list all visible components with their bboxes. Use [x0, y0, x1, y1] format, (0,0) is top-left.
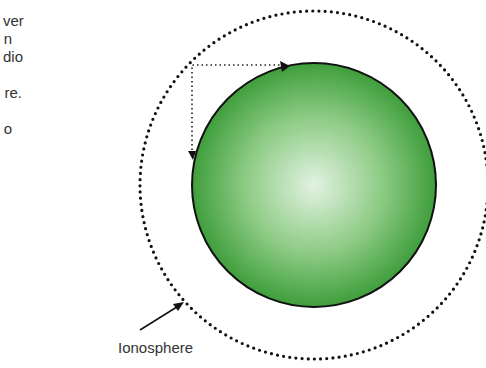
arrowhead: [280, 61, 290, 72]
ionosphere-ring: [140, 11, 486, 359]
text-fragment: re.: [4, 84, 22, 102]
text-fragment: o: [4, 120, 12, 138]
arrowhead: [173, 302, 184, 311]
region-label: Ionosphere: [118, 339, 193, 357]
radio-path: [192, 65, 284, 154]
arrowhead: [188, 151, 196, 160]
earth-circle: [192, 63, 436, 307]
leader-line: [140, 305, 180, 330]
text-fragment: dio: [3, 48, 23, 66]
text-fragment: ver: [3, 12, 24, 30]
text-fragment: n: [4, 30, 12, 48]
